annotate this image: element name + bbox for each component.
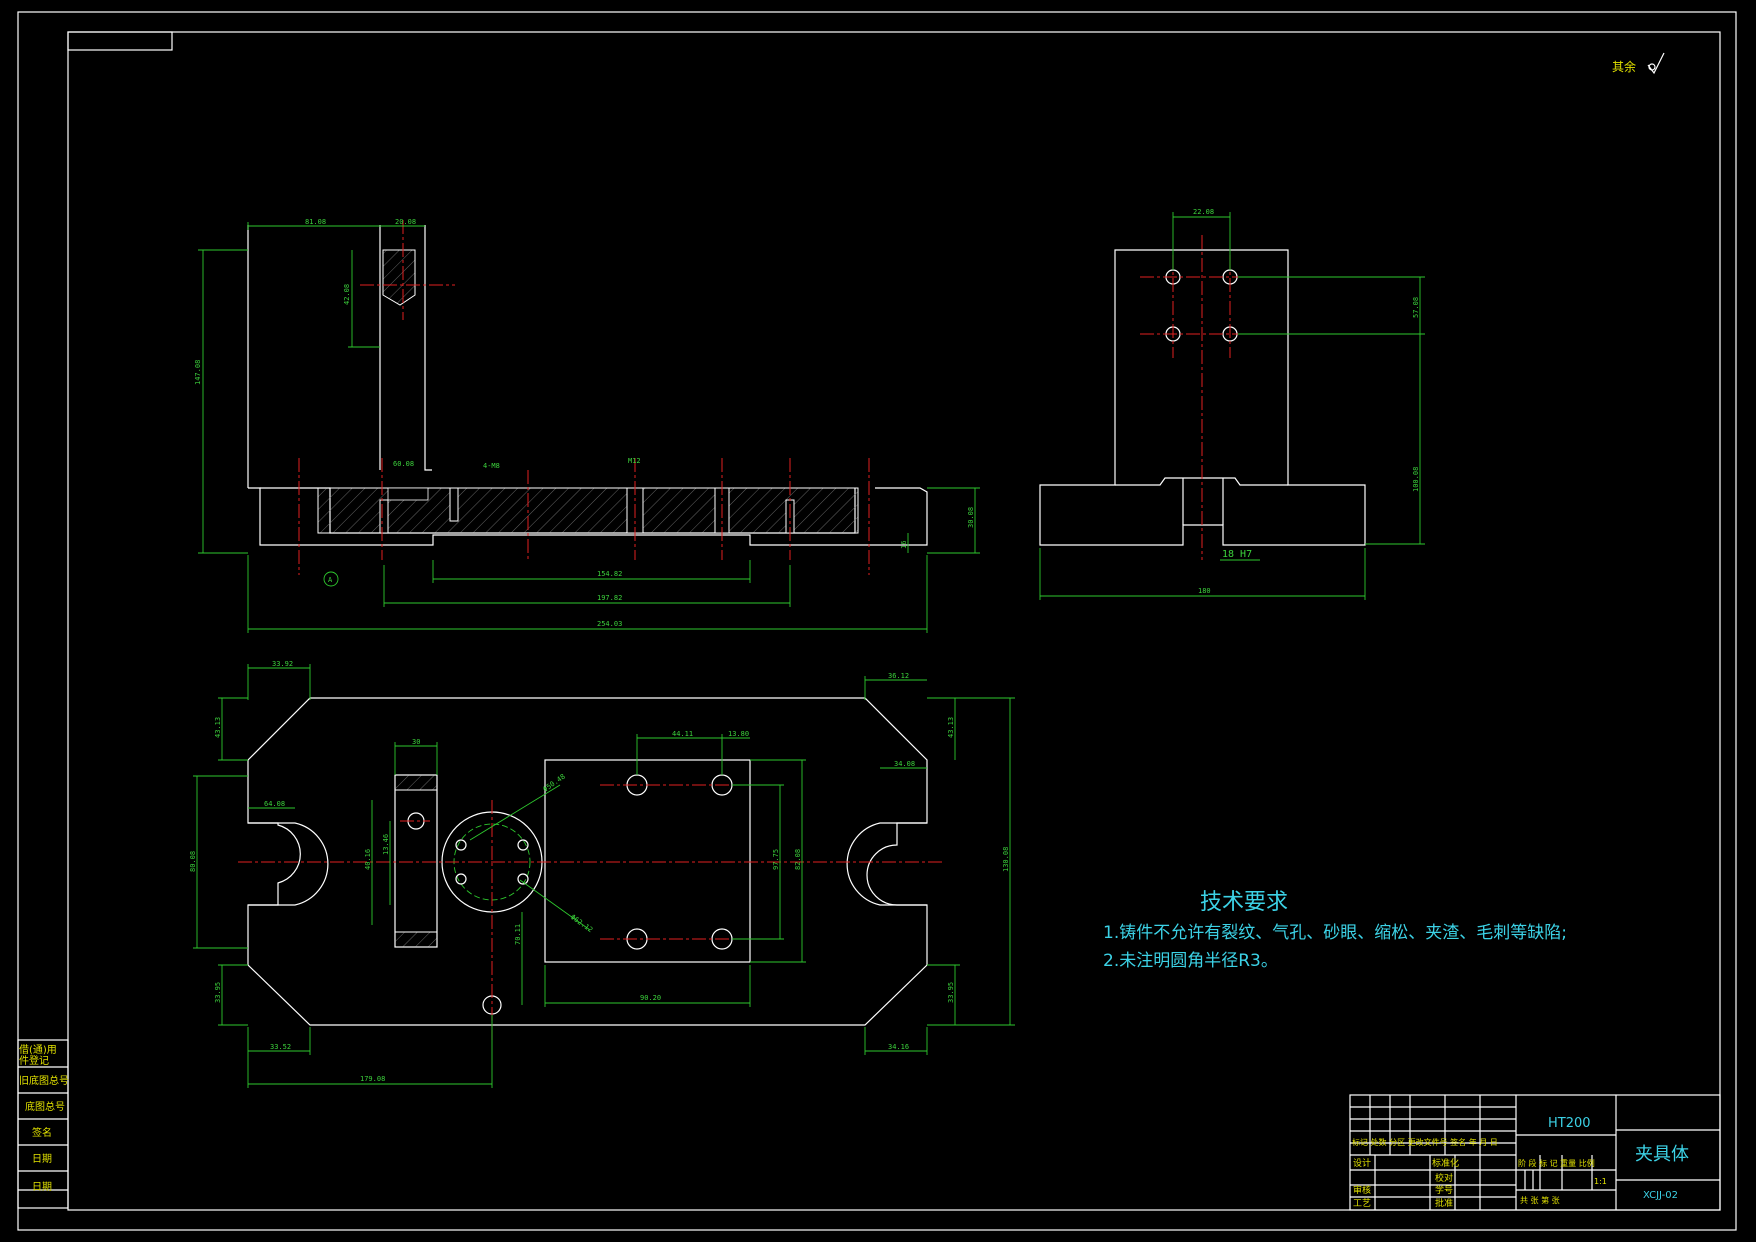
dim-plan-br-h: 33.95 [947,982,955,1003]
dim-plan-v70: 70.11 [514,924,522,945]
dim-side-h-low: 100.08 [1412,467,1420,492]
dim-plan-plate-h: 97.75 [772,849,780,870]
strip-label-5: 日期 [32,1153,52,1165]
dim-plan-tl-w: 33.92 [272,660,293,668]
title-row-design: 设计 [1353,1157,1371,1169]
dim-front-mid2: 197.82 [597,594,622,602]
dim-plan-plate-b: 13.80 [728,730,749,738]
title-block: HT200 夹具体 XCJJ-02 1:1 共 张 第 张 标记 处数 分区 更… [1349,1094,1721,1211]
dim-plan-lh: 80.08 [189,851,197,872]
dim-plan-slot-w: 64.08 [264,800,285,808]
sheet-frame [17,11,1737,1231]
dim-plan-br: 34.16 [888,1043,909,1051]
strip-label-0: 借(通)用 [19,1044,57,1056]
title-drawing-no: XCJJ-02 [1643,1190,1678,1201]
dim-front-hole: 4-M8 [483,462,500,470]
dim-plan-tl-h: 43.13 [214,717,222,738]
dim-side-top-w: 22.08 [1193,208,1214,216]
title-row-approve: 批准 [1435,1197,1453,1209]
dim-plan-h13: 13.46 [382,834,390,855]
dim-plan-bottom: 179.08 [360,1075,385,1083]
dim-plan-plate-w: 90.20 [640,994,661,1002]
dim-plan-h40: 40.16 [364,849,372,870]
title-rev-header: 标记 处数 分区 更改文件号 签名 年 月 日 [1352,1137,1498,1147]
title-row-review: 审核 [1353,1184,1371,1196]
side-view: 22.08 57.08 100.08 18 H7 180 [1039,208,1425,600]
dim-side-fit: 18 H7 [1222,549,1252,560]
dim-front-total: 254.03 [597,620,622,628]
strip-label-2: 旧底图总号 [19,1074,69,1087]
dim-plan-dia2: Φ62.12 [569,913,594,934]
strip-label-1: 件登记 [19,1054,49,1067]
title-material: HT200 [1548,1116,1591,1131]
strip-label-4: 签名 [32,1126,52,1139]
dim-plan-tr-h: 43.13 [947,717,955,738]
tech-req-item-1: 1.铸件不允许有裂纹、气孔、砂眼、缩松、夹渣、毛刺等缺陷; [1103,923,1567,943]
front-view: A 81.08 20.08 147.08 42.08 60.08 4-M8 M1… [194,218,980,633]
title-row-check: 校对 [1435,1172,1453,1184]
title-part-name: 夹具体 [1635,1144,1689,1165]
dim-side-base-w: 180 [1198,587,1211,595]
dim-front-base-h2: 16 [900,541,908,549]
dim-front-thread: M12 [628,457,641,465]
surface-mark-label: 其余 [1612,59,1636,74]
dim-front-left-h: 147.08 [194,360,202,385]
dim-front-top-w1: 81.08 [305,218,326,226]
strip-label-6: 日期 [32,1181,52,1193]
title-row-process: 工艺 [1353,1198,1371,1209]
title-row-id: 学号 [1435,1184,1453,1196]
technical-requirements: 技术要求 1.铸件不允许有裂纹、气孔、砂眼、缩松、夹渣、毛刺等缺陷; 2.未注明… [1103,890,1567,971]
title-scale: 1:1 [1594,1177,1607,1186]
dim-plan-slot-w-r: 34.08 [894,760,915,768]
tech-req-title: 技术要求 [1200,890,1288,915]
dim-plan-tr-w: 36.12 [888,672,909,680]
left-strip-table: 借(通)用 件登记 旧底图总号 底图总号 签名 日期 日期 [17,1039,69,1209]
title-sheet: 共 张 第 张 [1520,1195,1560,1205]
title-stage-header: 阶 段 标 记 重量 比例 [1518,1158,1595,1168]
strip-label-3: 底图总号 [25,1100,65,1113]
dim-front-mid1: 154.82 [597,570,622,578]
plan-view: 33.92 36.12 43.13 43.13 80.08 130.08 64.… [189,660,1015,1088]
dim-plan-plate-h2: 82.08 [794,849,802,870]
dim-side-h-right: 57.08 [1412,297,1420,318]
dim-front-step: 60.08 [393,460,414,468]
dim-front-base-h: 30.08 [967,507,975,528]
dim-front-h2: 42.08 [343,284,351,305]
dim-plan-bl-h: 33.95 [214,982,222,1003]
dim-front-top-w2: 20.08 [395,218,416,226]
svg-text:A: A [328,576,333,584]
dim-plan-plate-a: 44.11 [672,730,693,738]
dim-plan-rh: 130.08 [1002,847,1010,872]
dim-plan-w30: 30 [412,738,420,746]
surface-finish-mark: 其余 [1612,52,1665,75]
tech-req-item-2: 2.未注明圆角半径R3。 [1103,951,1278,971]
title-row-standard: 标准化 [1432,1157,1459,1169]
dim-plan-bl: 33.52 [270,1043,291,1051]
